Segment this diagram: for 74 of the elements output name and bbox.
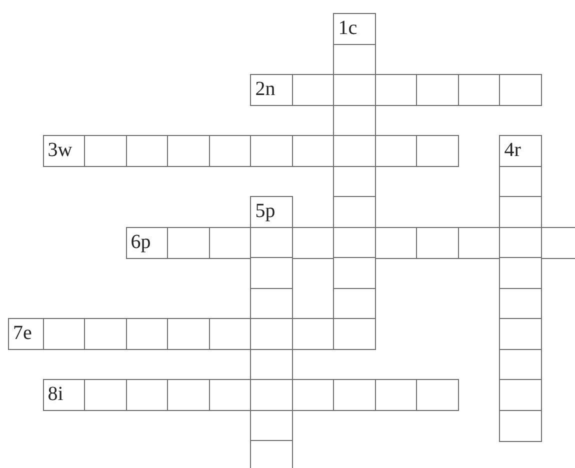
- crossword-cell: [333, 104, 376, 136]
- crossword-cell: [126, 135, 169, 167]
- crossword-cell: [208, 135, 252, 167]
- numbered-cell: [126, 226, 169, 258]
- crossword-cell: [167, 379, 210, 411]
- crossword-cell: [374, 74, 418, 106]
- crossword-cell: [333, 318, 376, 350]
- crossword-cell: [374, 226, 418, 258]
- numbered-cell: [8, 318, 44, 350]
- crossword-cell: [167, 226, 210, 258]
- crossword-cell: [333, 135, 376, 167]
- numbered-cell: [42, 135, 86, 167]
- crossword-cell: [416, 135, 460, 167]
- crossword-cell: [250, 440, 294, 468]
- crossword-cell: [333, 74, 376, 106]
- clue-label: 3w: [48, 139, 72, 161]
- crossword-cell: [167, 318, 210, 350]
- numbered-cell: [250, 74, 294, 106]
- crossword-cell: [458, 74, 501, 106]
- crossword-cell: [499, 196, 542, 228]
- crossword-cell: [333, 257, 376, 289]
- crossword-cell: [250, 288, 294, 320]
- crossword-cell: [333, 44, 376, 76]
- clue-label: 1c: [338, 17, 358, 39]
- clue-label: 8i: [48, 383, 64, 405]
- crossword-cell: [416, 379, 460, 411]
- crossword-cell: [499, 379, 542, 411]
- clue-label: 4r: [504, 139, 521, 161]
- crossword-cell: [84, 379, 128, 411]
- crossword-cell: [499, 74, 542, 106]
- crossword-cell: [499, 348, 542, 380]
- crossword-cell: [499, 410, 542, 442]
- crossword-cell: [126, 318, 169, 350]
- clue-label: 7e: [13, 322, 32, 344]
- crossword-cell: [374, 379, 418, 411]
- crossword-cell: [374, 135, 418, 167]
- clue-label: 2n: [255, 78, 276, 100]
- crossword-cell: [208, 379, 252, 411]
- crossword-cell: [499, 318, 542, 350]
- crossword-cell: [333, 379, 376, 411]
- crossword-cell: [499, 288, 542, 320]
- crossword-cell: [292, 135, 335, 167]
- crossword-cell: [250, 379, 294, 411]
- numbered-cell: [42, 379, 86, 411]
- crossword-cell: [126, 379, 169, 411]
- crossword-cell: [416, 226, 460, 258]
- crossword-cell: [250, 257, 294, 289]
- crossword-cell: [499, 257, 542, 289]
- numbered-cell: [333, 13, 376, 45]
- crossword-cell: [250, 410, 294, 442]
- crossword-cell: [208, 318, 252, 350]
- crossword-cell: [292, 379, 335, 411]
- crossword-cell: [250, 135, 294, 167]
- numbered-cell: [250, 196, 294, 228]
- crossword-cell: [333, 288, 376, 320]
- crossword-cell: [250, 318, 294, 350]
- crossword-cell: [292, 74, 335, 106]
- crossword-cell: [333, 196, 376, 228]
- crossword-cell: [540, 226, 575, 258]
- crossword-cell: [292, 226, 335, 258]
- numbered-cell: [499, 135, 542, 167]
- crossword-cell: [333, 166, 376, 198]
- crossword-cell: [208, 226, 252, 258]
- clue-label: 5p: [255, 200, 276, 222]
- crossword-cell: [416, 74, 460, 106]
- crossword-cell: [499, 166, 542, 198]
- crossword-cell: [292, 318, 335, 350]
- clue-label: 6p: [130, 230, 151, 252]
- crossword-cell: [42, 318, 86, 350]
- crossword-cell: [84, 318, 128, 350]
- crossword-cell: [458, 226, 501, 258]
- crossword-cell: [84, 135, 128, 167]
- crossword-cell: [167, 135, 210, 167]
- crossword-cell: [250, 348, 294, 380]
